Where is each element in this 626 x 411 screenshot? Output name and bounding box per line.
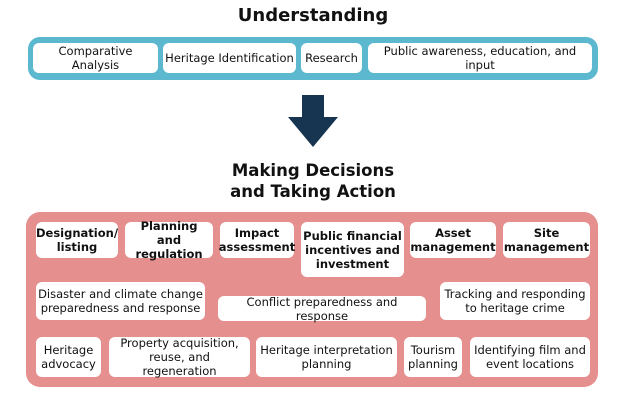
box-heritage-identification: Heritage Identification [163,43,296,73]
box-disaster: Disaster and climate change preparedness… [36,282,205,320]
box-impact: Impact assessment [219,222,295,258]
box-heritage-interpretation: Heritage interpretation planning [256,337,397,377]
box-identifying-film: Identifying film and event locations [470,337,590,377]
box-public-awareness: Public awareness, education, and input [368,43,592,73]
box-site: Site management [503,222,590,258]
understanding-title: Understanding [237,5,389,26]
action-title-line2: and Taking Action [230,182,396,201]
box-tourism: Tourism planning [404,337,462,377]
box-property: Property acquisition, reuse, and regener… [109,336,250,378]
box-public-financial: Public financial incentives and investme… [301,222,404,277]
box-designation: Designation/ listing [36,222,118,258]
down-arrow-icon [288,95,338,147]
box-asset: Asset management [410,222,496,258]
box-conflict: Conflict preparedness and response [218,295,426,323]
box-planning: Planning and regulation [125,219,213,261]
box-comparative-analysis: Comparative Analysis [33,43,158,73]
action-title: Making Decisions and Taking Action [0,160,626,202]
box-tracking: Tracking and responding to heritage crim… [440,282,590,320]
box-heritage-advocacy: Heritage advocacy [36,337,101,377]
box-research: Research [301,43,362,73]
action-title-line1: Making Decisions [231,161,395,180]
